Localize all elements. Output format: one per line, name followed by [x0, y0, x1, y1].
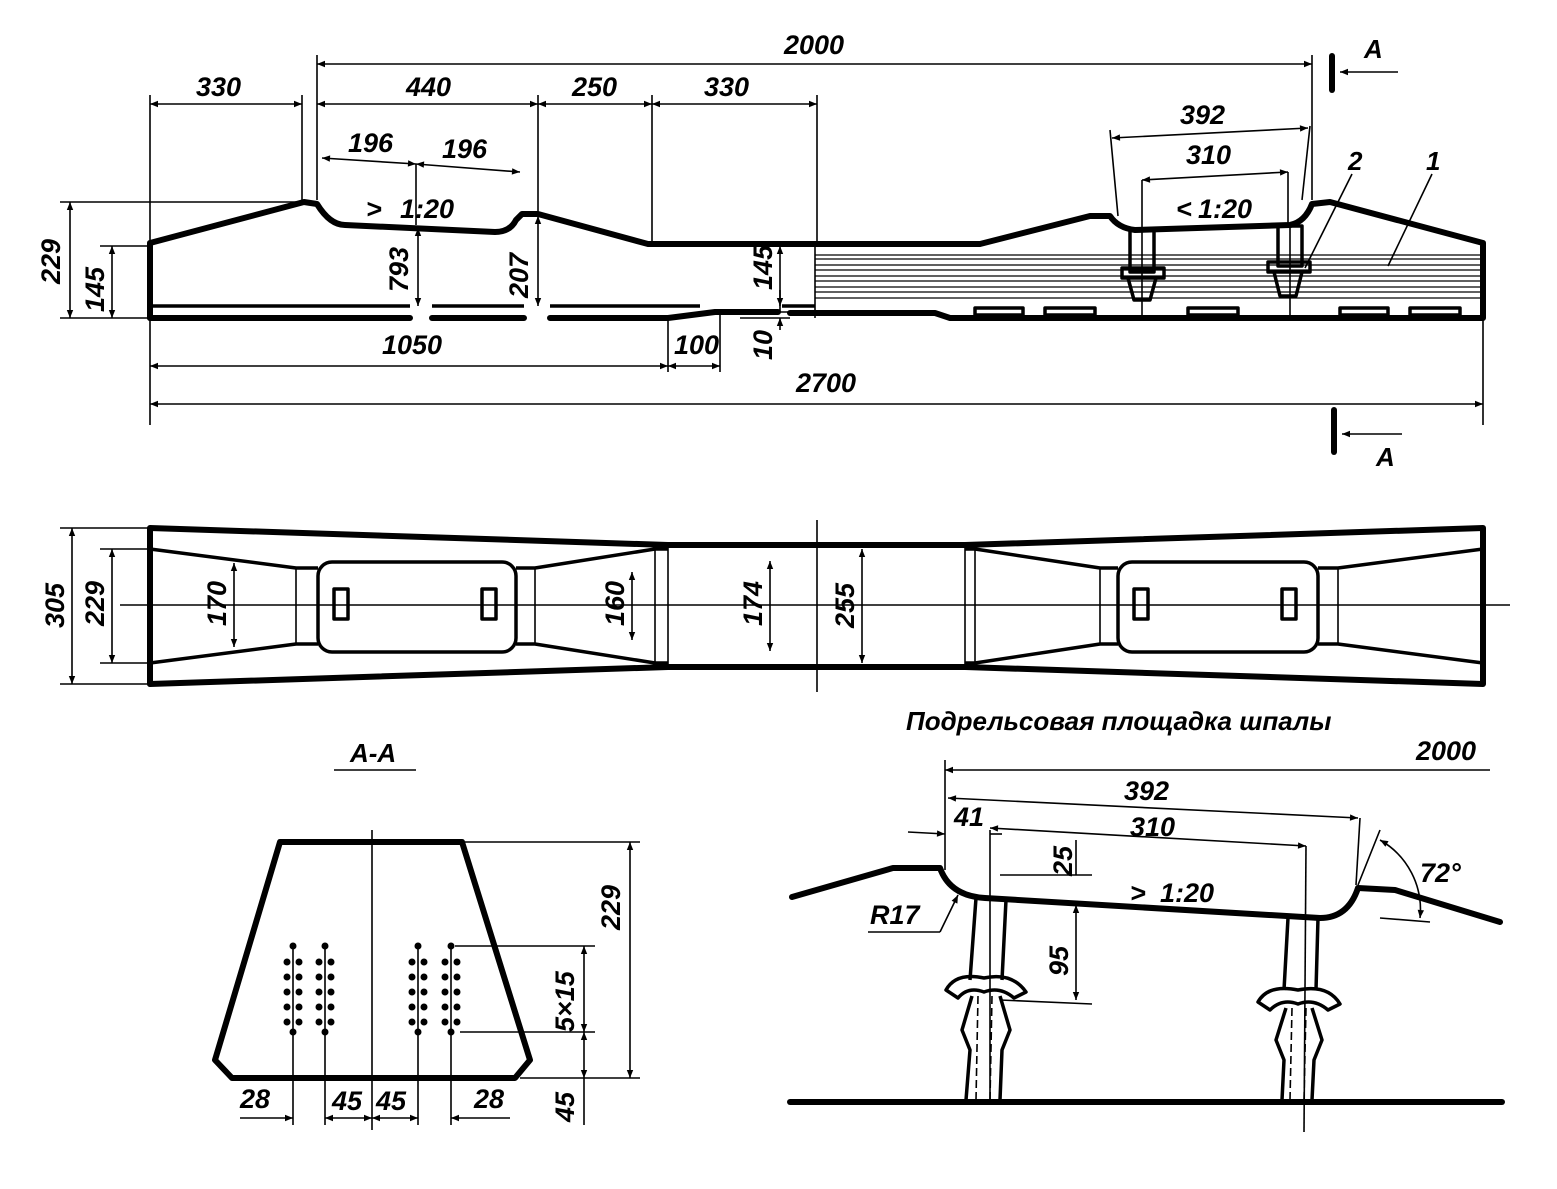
- rs-slope: 1:20: [1160, 878, 1214, 908]
- rs-dim-95: 95: [1044, 945, 1074, 976]
- embedded-dowel-right: [1266, 224, 1312, 318]
- section-aa-dimension-lines: [240, 841, 640, 1125]
- dim-305: 305: [40, 582, 70, 628]
- dim-229-section: 229: [596, 885, 626, 931]
- side-extension-lines: [60, 55, 1484, 425]
- dim-310: 310: [1186, 140, 1231, 170]
- section-mark-label-bottom: A: [1375, 442, 1395, 472]
- section-mark-label-top: A: [1363, 34, 1383, 64]
- slope-right: 1:20: [1198, 194, 1252, 224]
- dim-145-left: 145: [80, 266, 110, 312]
- side-dimension-lines: [66, 60, 1483, 408]
- rail-seat-outline: [789, 865, 1503, 925]
- dim-5x15: 5×15: [550, 970, 580, 1032]
- rail-seat-left: [316, 560, 518, 654]
- dim-330-left: 330: [196, 72, 241, 102]
- embedded-dowel-left: [1120, 228, 1166, 318]
- section-mark-bottom: A: [1331, 407, 1402, 472]
- sleeper-side-outline: [147, 199, 1486, 321]
- plan-view: 305 229 170 160 174 255: [40, 520, 1510, 692]
- dim-229-plan: 229: [80, 581, 110, 627]
- dim-170: 170: [202, 581, 232, 626]
- rs-dim-2000: 2000: [1415, 736, 1476, 766]
- dim-28-right: 28: [473, 1084, 504, 1114]
- dim-440: 440: [405, 72, 451, 102]
- slope-symbol-right: <: [1176, 194, 1192, 224]
- dim-229-side: 229: [36, 239, 66, 285]
- dim-250: 250: [571, 72, 617, 102]
- side-view: A A 2 1 2000 330 440 250 330 196 196 392…: [36, 30, 1486, 472]
- plan-detail-lines: [120, 520, 1510, 692]
- section-aa-title: А-А: [349, 738, 396, 768]
- dim-1050: 1050: [382, 330, 442, 360]
- rail-seat-dimension-lines: [868, 760, 1490, 1133]
- dim-45-vertical: 45: [550, 1091, 580, 1123]
- dim-2700: 2700: [795, 368, 856, 398]
- section-aa-outline: [212, 839, 533, 1081]
- rs-r17: R17: [870, 900, 922, 930]
- slope-left: 1:20: [400, 194, 454, 224]
- rail-seat-right: [1116, 560, 1320, 654]
- rs-dim-25: 25: [1048, 845, 1078, 877]
- dim-100: 100: [674, 330, 719, 360]
- dim-255: 255: [830, 582, 860, 629]
- callout-2: 2: [1347, 146, 1363, 176]
- rail-seat-detail: Подрельсовая площадка шпалы: [787, 706, 1505, 1133]
- dim-330-right: 330: [704, 72, 749, 102]
- dim-160: 160: [600, 581, 630, 626]
- dim-207: 207: [504, 251, 534, 299]
- plan-dimension-lines: [60, 527, 866, 685]
- strand-dots: [283, 942, 461, 1036]
- sleeper-plan-outline: [147, 525, 1486, 687]
- dim-196-left: 196: [348, 128, 394, 158]
- side-bottom-edge: [147, 309, 781, 321]
- dim-793: 793: [384, 247, 414, 292]
- callout-1: 1: [1426, 146, 1440, 176]
- rs-slope-symbol: >: [1130, 878, 1146, 908]
- slope-symbol-left: >: [366, 194, 382, 224]
- dim-145-right: 145: [748, 244, 778, 290]
- dim-45-right: 45: [375, 1086, 407, 1116]
- dim-2000: 2000: [783, 30, 844, 60]
- rail-seat-title: Подрельсовая площадка шпалы: [906, 706, 1331, 736]
- section-mark-top: A: [1329, 34, 1398, 93]
- dim-10: 10: [748, 330, 778, 360]
- dowel-holes-plan: [332, 587, 1298, 621]
- rs-dim-310: 310: [1130, 812, 1175, 842]
- rs-dim-41: 41: [953, 802, 984, 832]
- dim-28-left: 28: [239, 1084, 270, 1114]
- rs-angle-72: 72°: [1420, 858, 1461, 888]
- rail-seat-dowel-right: [1256, 917, 1342, 1101]
- section-aa: А-А: [212, 738, 640, 1130]
- dim-392: 392: [1180, 100, 1225, 130]
- bottom-recesses: [973, 306, 1462, 317]
- rs-dim-392: 392: [1124, 776, 1169, 806]
- dim-174: 174: [738, 581, 768, 626]
- dim-45-left: 45: [331, 1086, 363, 1116]
- prestressing-strands: [814, 246, 1483, 318]
- rail-seat-dowel-left: [944, 897, 1028, 1101]
- dim-196-right: 196: [442, 134, 488, 164]
